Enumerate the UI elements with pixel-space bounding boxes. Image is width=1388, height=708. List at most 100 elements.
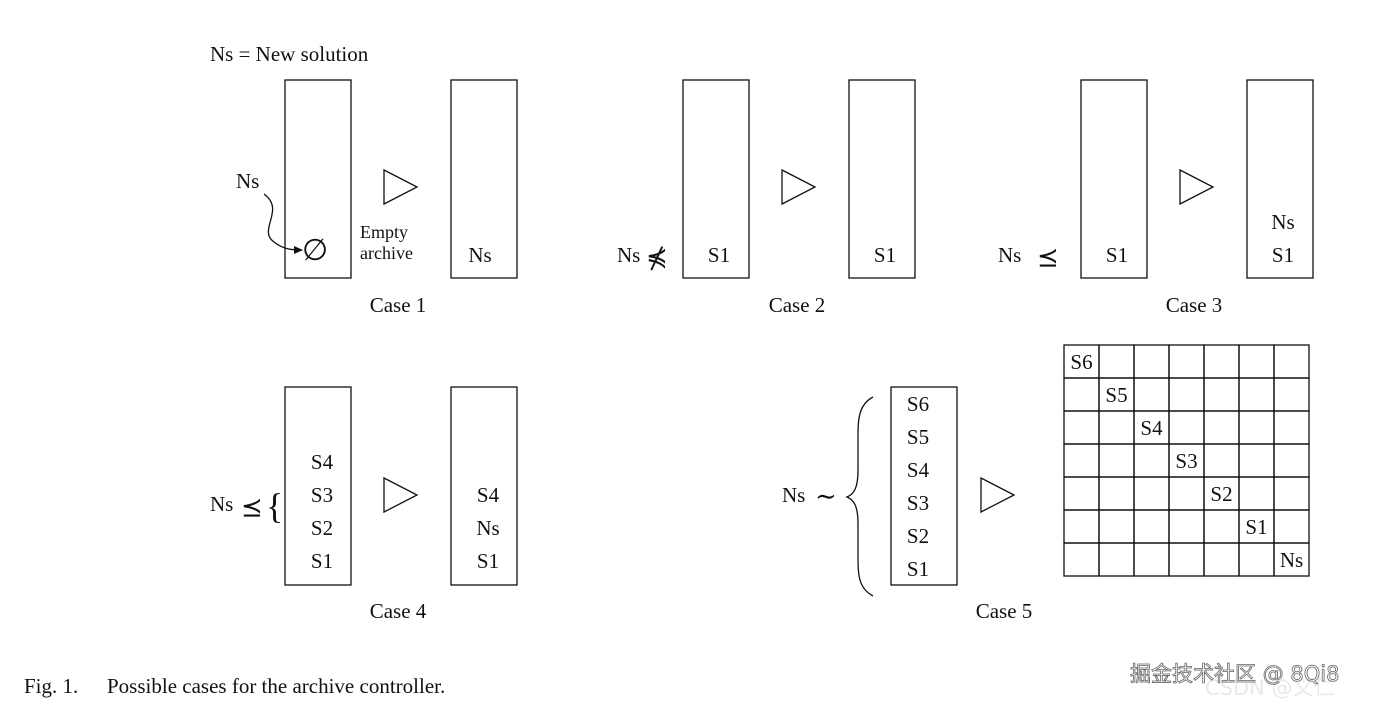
- grid-cell: [1168, 542, 1205, 577]
- grid-cell: [1203, 344, 1240, 379]
- grid-cell: [1273, 344, 1310, 379]
- grid-cell: [1098, 443, 1135, 478]
- case4-archive-entry: S1: [311, 549, 333, 573]
- grid-cell: [1098, 542, 1135, 577]
- grid-cell: [1098, 410, 1135, 445]
- grid-cell: [1168, 410, 1205, 445]
- grid-cell: [1133, 476, 1170, 511]
- grid-cell: [1063, 443, 1100, 478]
- case3-transition-arrow: [1179, 168, 1215, 206]
- grid-cell: [1168, 476, 1205, 511]
- case-4: Ns ⪯ { S4 S3 S2 S1 S4 Ns S1 Case 4: [210, 386, 518, 623]
- grid-diagonal-label: S1: [1245, 515, 1267, 539]
- case2-archive-entry: S1: [708, 243, 730, 267]
- grid-diagonal-label: Ns: [1280, 548, 1303, 572]
- grid-cell: [1273, 476, 1310, 511]
- grid-cell: [1273, 377, 1310, 412]
- grid-cell: [1063, 509, 1100, 544]
- grid-cell: [1273, 410, 1310, 445]
- grid-cell: [1133, 509, 1170, 544]
- case-1: Ns ∅ Empty archive Ns Case 1: [236, 79, 518, 317]
- grid-cell: [1273, 443, 1310, 478]
- case1-title: Case 1: [370, 293, 427, 317]
- case1-transition-arrow: [383, 168, 419, 206]
- case-3: Ns ⪯ S1 Ns S1 Case 3: [998, 79, 1314, 317]
- case3-archive-entry: S1: [1106, 243, 1128, 267]
- watermark-sub: CSDN @义仁: [1205, 676, 1335, 700]
- grid-diagonal-label: S4: [1140, 416, 1163, 440]
- case5-archive-entry: S3: [907, 491, 929, 515]
- grid-diagonal-label: S6: [1070, 350, 1092, 374]
- case-2: Ns ⋠ S1 S1 Case 2: [617, 79, 916, 317]
- case4-transition-arrow: [383, 476, 419, 514]
- grid-cell: [1238, 443, 1275, 478]
- case5-archive-box: [890, 386, 958, 586]
- case4-archive-entry: S4: [311, 450, 334, 474]
- figure-caption: Fig. 1. Possible cases for the archive c…: [24, 674, 445, 698]
- case1-empty-line2: archive: [360, 243, 413, 263]
- grid-cell: [1133, 443, 1170, 478]
- case2-result-entry: S1: [874, 243, 896, 267]
- case5-archive-entry: S2: [907, 524, 929, 548]
- case1-empty-line1: Empty: [360, 222, 408, 242]
- case5-archive-entry: S5: [907, 425, 929, 449]
- grid-cell: [1098, 344, 1135, 379]
- case2-archive-box: [682, 79, 750, 279]
- case1-result-box: [450, 79, 518, 279]
- grid-cell: [1203, 443, 1240, 478]
- grid-cell: [1133, 542, 1170, 577]
- case4-result-box: [450, 386, 518, 586]
- case5-title: Case 5: [976, 599, 1033, 623]
- grid-cell: [1203, 377, 1240, 412]
- grid-cell: [1063, 476, 1100, 511]
- case3-title: Case 3: [1166, 293, 1223, 317]
- case2-ns-label: Ns: [617, 243, 640, 267]
- case4-archive-entry: S3: [311, 483, 333, 507]
- grid-cell: [1133, 377, 1170, 412]
- case4-result-entry: Ns: [476, 516, 499, 540]
- case1-ns-label: Ns: [236, 169, 259, 193]
- case4-title: Case 4: [370, 599, 427, 623]
- grid-cell: [1063, 377, 1100, 412]
- grid-cell: [1098, 509, 1135, 544]
- watermark: CSDN @义仁 掘金技术社区 @ 8Qi8: [1130, 662, 1340, 700]
- grid-cell: [1273, 509, 1310, 544]
- watermark-main: 掘金技术社区 @ 8Qi8: [1130, 662, 1339, 686]
- grid-cell: [1168, 344, 1205, 379]
- grid-cell: [1238, 542, 1275, 577]
- case2-relation: ⋠: [646, 243, 668, 272]
- case1-archive-box: [284, 79, 352, 279]
- case4-relation: ⪯: [241, 493, 263, 522]
- case5-brace: [845, 396, 874, 597]
- grid-cell: [1098, 476, 1135, 511]
- case1-result-entry: Ns: [468, 243, 491, 267]
- case3-result-box: [1246, 79, 1314, 279]
- case3-ns-label: Ns: [998, 243, 1021, 267]
- case2-title: Case 2: [769, 293, 826, 317]
- case3-relation: ⪯: [1037, 243, 1059, 272]
- grid-diagonal-label: S3: [1175, 449, 1197, 473]
- grid-cell: [1133, 344, 1170, 379]
- case5-archive-entry: S1: [907, 557, 929, 581]
- legend-text: Ns = New solution: [210, 42, 369, 66]
- grid-cell: [1203, 410, 1240, 445]
- grid-diagonal-label: S5: [1105, 383, 1127, 407]
- grid-cell: [1063, 410, 1100, 445]
- grid-cell: [1063, 542, 1100, 577]
- grid-cell: [1203, 509, 1240, 544]
- case1-empty-symbol: ∅: [302, 234, 328, 267]
- case5-archive-entry: S4: [907, 458, 930, 482]
- case4-ns-label: Ns: [210, 492, 233, 516]
- case2-transition-arrow: [781, 168, 817, 206]
- case5-transition-arrow: [980, 476, 1016, 514]
- grid-cell: [1203, 542, 1240, 577]
- grid-cell: [1273, 542, 1310, 577]
- case4-result-entry: S1: [477, 549, 499, 573]
- case1-curved-arrow: [263, 193, 303, 254]
- case4-archive-entry: S2: [311, 516, 333, 540]
- case5-ns-label: Ns: [782, 483, 805, 507]
- grid-cell: [1168, 377, 1205, 412]
